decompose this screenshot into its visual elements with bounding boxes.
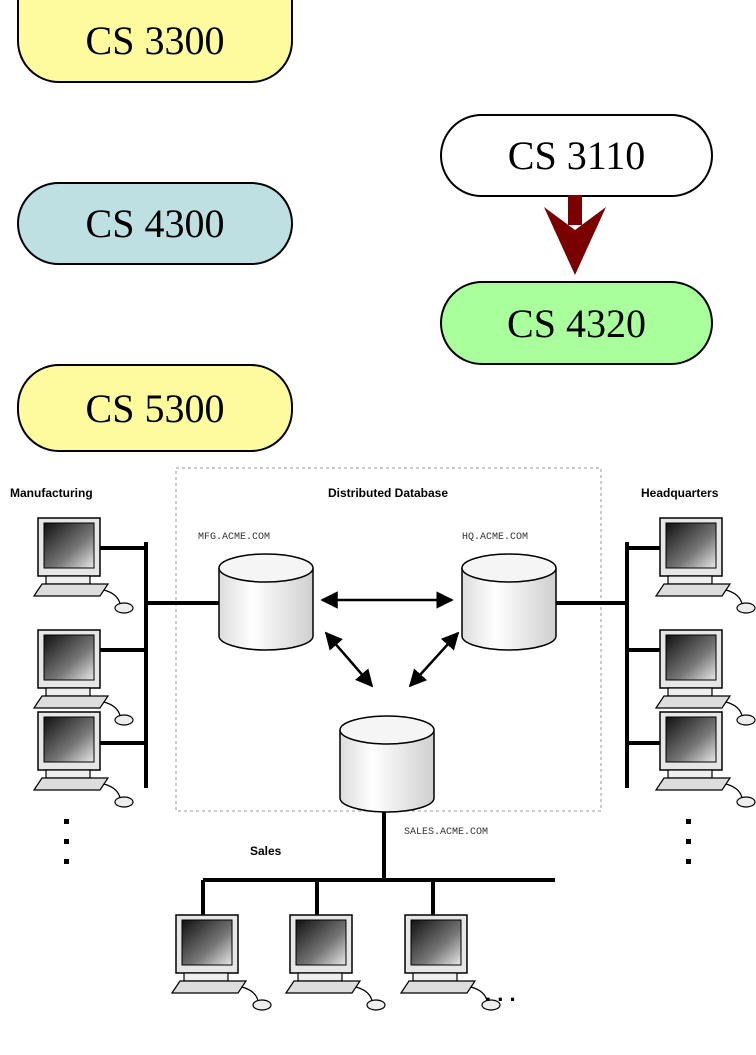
site-label-sales: Sales	[250, 844, 282, 858]
course-node-cs4300: CS 4300	[17, 182, 293, 265]
host-label-hq: HQ.ACME.COM	[462, 532, 528, 543]
host-label-sales: SALES.ACME.COM	[404, 827, 488, 838]
sales-more-indicator: . . .	[485, 981, 516, 1006]
database-sales	[339, 715, 435, 813]
sales-computer-1	[171, 914, 272, 1011]
host-label-mfg: MFG.ACME.COM	[198, 532, 270, 543]
manufacturing-computer-1	[33, 517, 134, 614]
course-node-cs3110: CS 3110	[440, 114, 713, 197]
course-node-cs5300: CS 5300	[17, 364, 293, 452]
headquarters-computer-3	[655, 711, 756, 808]
manufacturing-lan	[100, 542, 222, 788]
site-label-manufacturing: Manufacturing	[10, 486, 93, 500]
course-node-cs3300: CS 3300	[17, 0, 293, 83]
headquarters-more-indicator	[686, 819, 691, 864]
manufacturing-computer-2	[33, 629, 134, 726]
course-node-cs4320: CS 4320	[440, 281, 713, 365]
manufacturing-more-indicator	[64, 819, 69, 864]
sales-lan	[201, 800, 555, 920]
site-label-distributed-database: Distributed Database	[328, 486, 448, 500]
sales-computer-2	[285, 914, 386, 1011]
distributed-database-diagram: Manufacturing Distributed Database Headq…	[10, 467, 756, 1011]
headquarters-computer-2	[655, 629, 756, 726]
headquarters-computer-1	[655, 517, 756, 614]
replication-arrows	[320, 591, 460, 688]
headquarters-lan	[555, 542, 660, 788]
database-hq	[461, 553, 557, 651]
manufacturing-computer-3	[33, 711, 134, 808]
database-mfg	[218, 553, 314, 651]
site-label-headquarters: Headquarters	[641, 486, 719, 500]
